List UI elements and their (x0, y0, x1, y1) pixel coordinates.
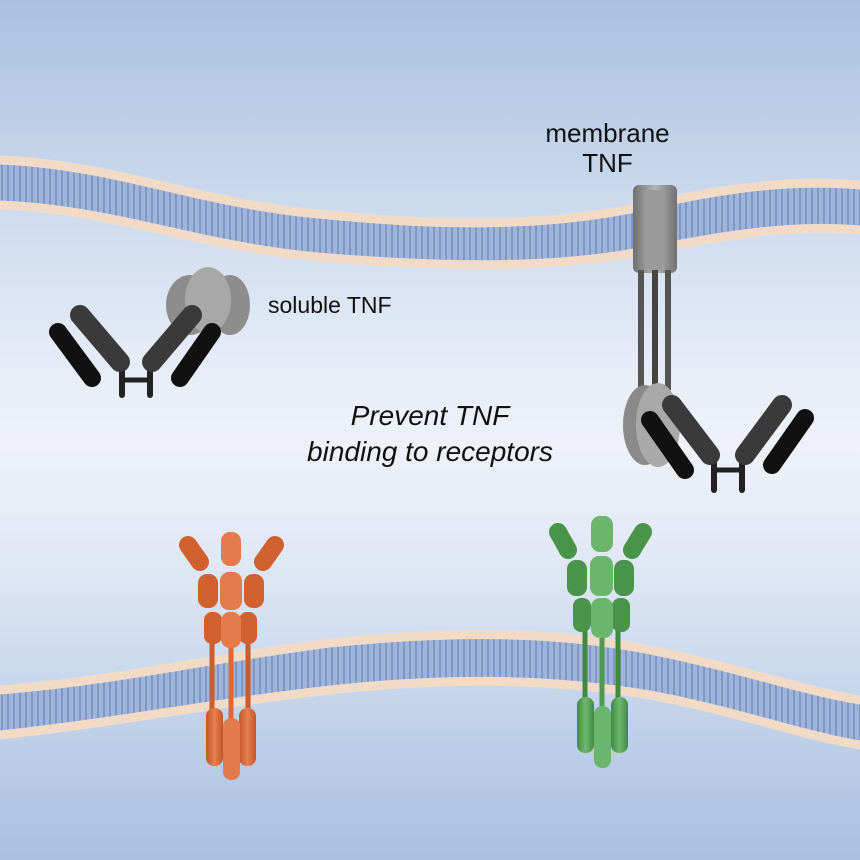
membrane-tnf-label: membrane TNF (510, 118, 705, 178)
tnf-receptor-green (549, 516, 652, 768)
membrane-tnf-label-line2: TNF (582, 148, 633, 178)
upper-cell-membrane (0, 155, 860, 270)
anti-tnf-antibody-right (641, 395, 814, 550)
soluble-tnf-label: soluble TNF (268, 292, 392, 318)
lower-cell-membrane (0, 630, 860, 750)
membrane-tnf-label-line1: membrane (545, 118, 670, 148)
anti-tnf-antibody-left (49, 305, 221, 465)
mechanism-caption: Prevent TNF binding to receptors (260, 398, 600, 470)
mechanism-caption-line2: binding to receptors (307, 436, 553, 467)
tnf-receptor-orange (179, 532, 284, 780)
mechanism-caption-line1: Prevent TNF (350, 400, 510, 431)
